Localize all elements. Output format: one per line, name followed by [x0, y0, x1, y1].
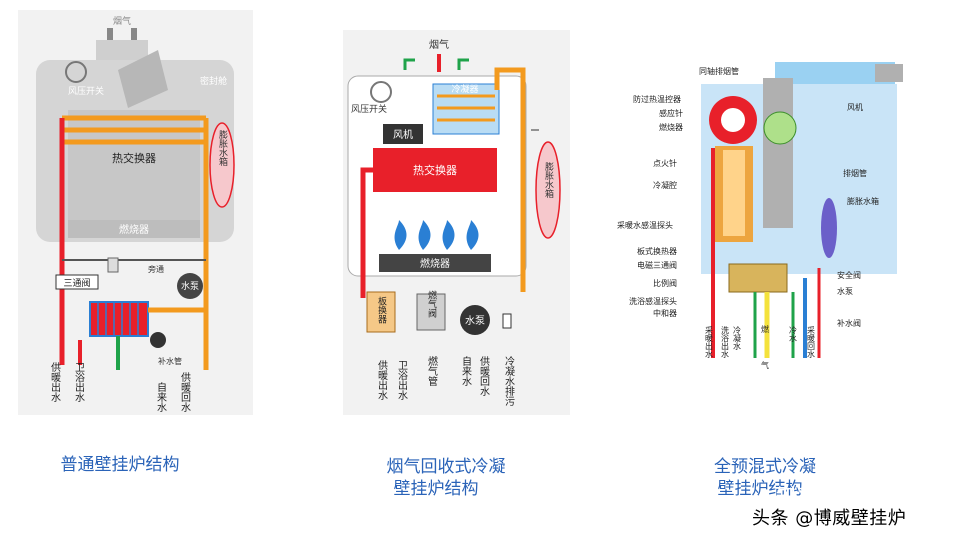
flue-label: 烟气 [113, 15, 131, 27]
fan-icon [65, 61, 87, 83]
sensor-label: 感应针 [659, 108, 683, 118]
ratio-valve-label: 比例阀 [653, 278, 677, 288]
plate-hx-label: 板式换热器 [637, 246, 677, 256]
drain-trap-icon [502, 313, 512, 329]
heating-return-label: 供暖回水 [478, 355, 490, 396]
pump-icon [460, 305, 490, 335]
fan-switch-label: 风压开关 [68, 85, 104, 97]
overheat-label: 防过热温控器 [633, 94, 681, 104]
caption-panel1: 普通壁挂炉结构 [60, 455, 180, 475]
expansion-tank-label: 膨胀水箱 [217, 129, 228, 167]
burner-box [68, 220, 200, 238]
coax-flue [775, 62, 895, 84]
dhw-outlet-label: 卫浴出水 [73, 362, 85, 402]
bypass-label: 旁通 [148, 264, 164, 274]
caption-panel2-line2: 壁挂炉结构 [393, 479, 479, 499]
left-labels: 防过热温控器 感应针 燃烧器 点火针 冷凝腔 采暖水感温探头 板式换热器 电磁三… [617, 94, 683, 318]
dhw-outlet-label: 卫浴出水 [396, 360, 408, 400]
safety-valve-label: 安全阀 [837, 270, 861, 280]
dhw-outlet-label: 洗浴出水 [721, 325, 730, 358]
caption-panel3-line2: 壁挂炉结构 [717, 479, 803, 499]
toutiao-attribution: 头条 @博威壁挂炉 [752, 508, 907, 529]
panel-conventional-boiler: 烟气 风压开关 密封舱 热交换器 燃烧器 膨胀水箱 三通阀 旁通 水泵 补水管 … [18, 10, 253, 415]
exhaust-duct [763, 78, 793, 228]
burner-label: 燃烧器 [659, 122, 683, 132]
bottom-labels: 采暖出水 洗浴出水 冷凝水 燃 气 冷水 采暖回水 [705, 324, 816, 370]
fan-label: 风机 [847, 102, 863, 112]
heating-return-label: 采暖回水 [807, 325, 816, 358]
heating-return-label: 供暖回水 [179, 371, 191, 412]
burner-label: 燃烧器 [119, 223, 149, 236]
three-way-valve-label: 三通阀 [63, 278, 90, 289]
burner-box [379, 254, 491, 272]
expansion-tank-label: 膨胀水箱 [543, 161, 554, 199]
burner-label: 燃烧器 [420, 257, 450, 270]
right-labels: 风机 排烟管 膨胀水箱 安全阀 水泵 补水阀 [837, 102, 879, 328]
igniter-label: 点火针 [653, 158, 677, 168]
dhw-probe-label: 洗浴感温探头 [629, 296, 677, 306]
plate-exchanger [366, 291, 396, 333]
condensing-chamber-label: 冷凝腔 [653, 180, 677, 190]
condensate-drain-label: 冷凝水排污 [503, 355, 515, 407]
fan-switch-label: 风压开关 [351, 103, 387, 115]
caption-panel3-line1: 全预混式冷凝 [714, 457, 816, 477]
fan-box [383, 124, 423, 144]
heat-exchanger [373, 148, 497, 192]
pump-icon [177, 273, 203, 299]
condenser-label: 冷凝器 [451, 83, 478, 95]
gas-valve [416, 293, 446, 331]
flue-label: 烟气 [429, 38, 449, 51]
fan-icon [763, 111, 797, 145]
cold-water-label: 冷水 [789, 325, 798, 342]
pump-label: 水泵 [181, 280, 199, 292]
caption-panel2-line1: 烟气回收式冷凝 [386, 457, 506, 477]
expansion-tank [209, 122, 235, 208]
heating-probe-label: 采暖水感温探头 [617, 220, 673, 230]
gas-label-1: 燃 [761, 324, 769, 334]
gas-pipe-label: 燃气管 [426, 355, 438, 387]
plate-exchanger-label: 板换器 [376, 295, 387, 323]
refill-valve-label: 补水阀 [837, 318, 861, 328]
gas-label-2: 气 [761, 360, 769, 370]
zhihu-watermark: 知乎 @Fly蓝 [776, 484, 892, 508]
expansion-tank [535, 141, 561, 239]
panel-premix-condensing-boiler: 同轴排烟管 防过热温控器 感应针 燃烧器 点火针 冷凝腔 采暖水感温探头 板式换… [615, 58, 945, 373]
tap-water-label: 自来水 [460, 355, 472, 386]
tap-water-label: 自来水 [155, 381, 167, 412]
neutralizer-label: 中和器 [653, 308, 677, 318]
sealed-chamber-label: 密封舱 [200, 75, 227, 87]
panel-flue-recovery-boiler: 烟气 风压开关 冷凝器 风机 热交换器 燃烧器 膨胀水箱 板换器 燃气阀 水泵 … [343, 30, 570, 415]
hood-icon [118, 50, 168, 108]
heating-outlet-label: 采暖出水 [705, 325, 714, 358]
expansion-tank-label: 膨胀水箱 [847, 196, 879, 206]
heat-exchanger [68, 110, 200, 220]
heating-outlet-label: 供暖出水 [49, 361, 61, 402]
pump-label: 水泵 [837, 286, 853, 296]
exhaust-label: 排烟管 [843, 168, 867, 178]
heat-exchanger-label: 热交换器 [112, 151, 156, 165]
three-way-valve-label: 电磁三通阀 [637, 260, 677, 270]
refill-valve-icon [150, 332, 166, 348]
gas-valve-label: 燃气阀 [426, 289, 437, 318]
coax-flue-label: 同轴排烟管 [699, 66, 739, 76]
fan-switch-icon [370, 81, 392, 103]
flame-icons [394, 220, 479, 250]
condensate-label: 冷凝水 [733, 325, 742, 350]
plate-heat-exchanger [728, 263, 788, 293]
three-way-valve [55, 274, 99, 290]
pump-label: 水泵 [465, 315, 485, 327]
heat-exchanger-label: 热交换器 [413, 163, 457, 177]
heating-outlet-label: 供暖出水 [376, 359, 388, 400]
expansion-tank [821, 198, 837, 258]
refill-pipe-label: 补水管 [158, 356, 182, 366]
fan-label: 风机 [393, 128, 413, 141]
